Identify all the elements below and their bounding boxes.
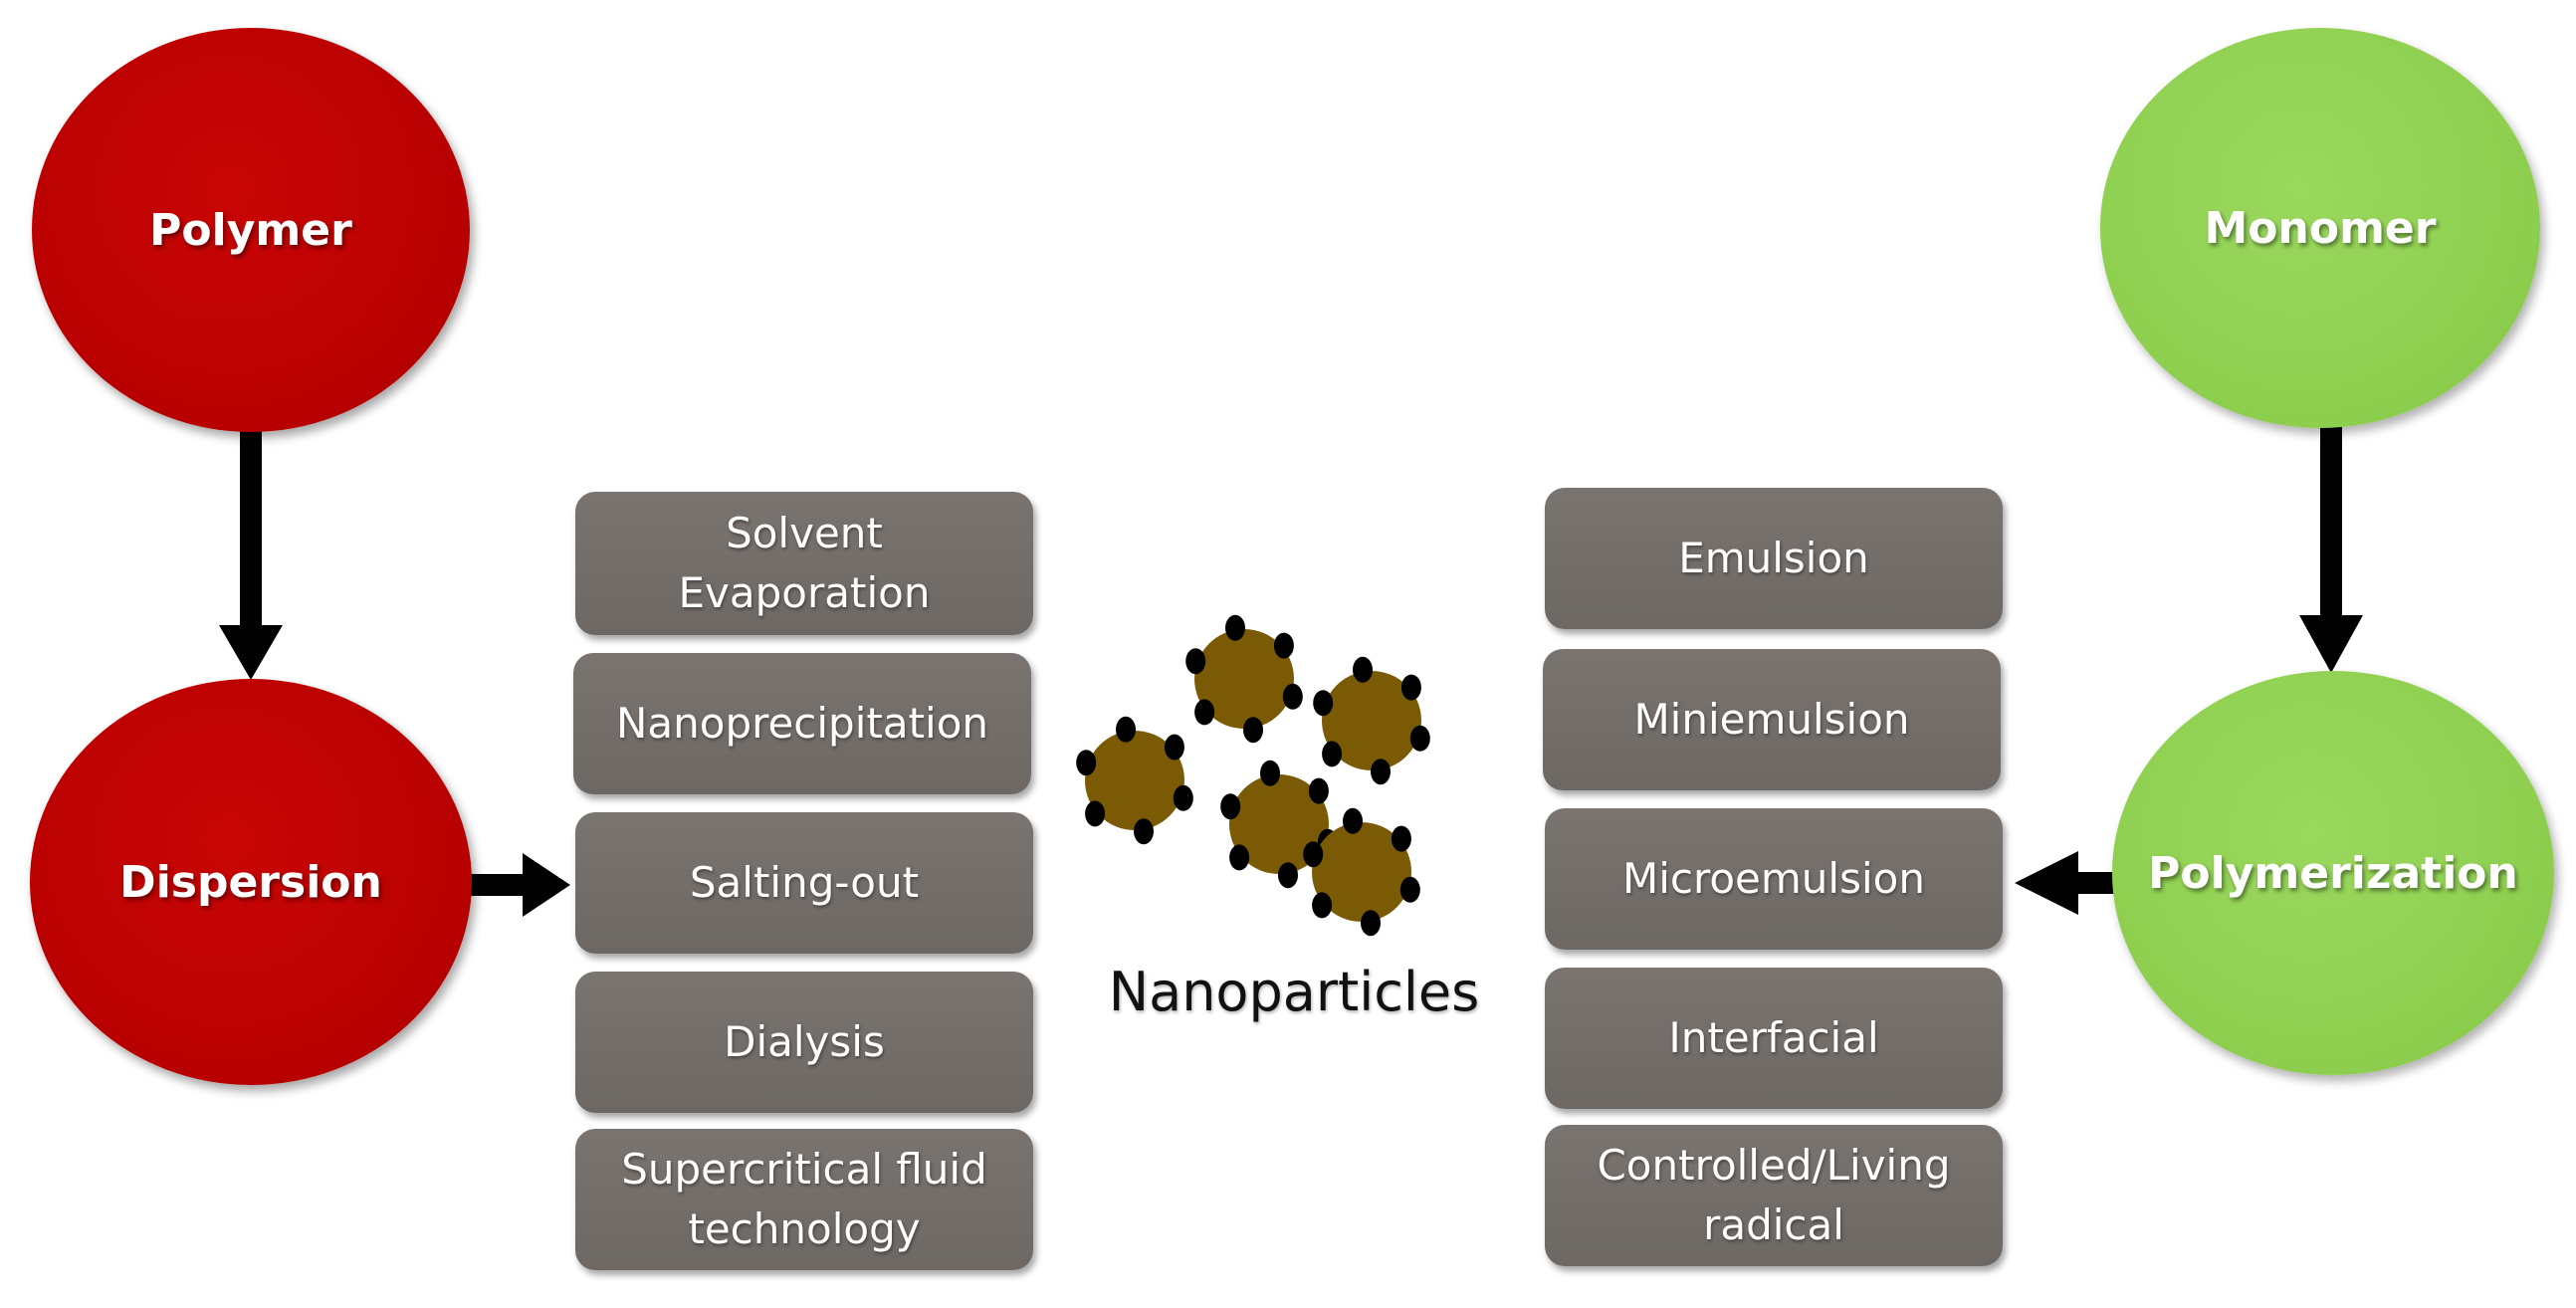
method-label: Miniemulsion xyxy=(1633,695,1910,744)
method-label: Nanoprecipitation xyxy=(615,699,989,748)
method-controlled-living-radical: Controlled/Living radical xyxy=(1545,1125,2003,1266)
polymerization-node: Polymerization xyxy=(2112,671,2554,1075)
method-nanoprecipitation: Nanoprecipitation xyxy=(573,653,1031,794)
method-label: technology xyxy=(688,1204,921,1253)
nanoparticle xyxy=(1303,807,1420,937)
arrow-dispersion-to-methods xyxy=(471,853,570,917)
arrow-polymerization-to-methods xyxy=(2015,851,2116,915)
nanoparticle-core xyxy=(1085,731,1184,830)
method-label: Microemulsion xyxy=(1622,854,1925,903)
monomer-node: Monomer xyxy=(2100,28,2540,428)
method-supercritical-fluid: Supercritical fluid technology xyxy=(575,1129,1033,1270)
nanoparticle-ligand xyxy=(1343,807,1363,834)
method-microemulsion: Microemulsion xyxy=(1545,808,2003,950)
nanoparticle-ligand xyxy=(1243,717,1263,744)
nanoparticle-ligand xyxy=(1391,825,1411,852)
nanoparticle-ligand xyxy=(1260,760,1280,786)
nanoparticle-ligand xyxy=(1353,656,1373,683)
method-emulsion: Emulsion xyxy=(1545,488,2003,629)
nanoparticle-ligand xyxy=(1400,674,1421,701)
nanoparticle-ligand xyxy=(1164,734,1184,761)
nanoparticle-ligand xyxy=(1313,690,1334,717)
nanoparticle-ligand xyxy=(1282,683,1303,710)
nanoparticle-ligand xyxy=(1134,818,1154,845)
method-label: Evaporation xyxy=(678,568,931,617)
nanoparticle-core xyxy=(1312,822,1411,922)
monomer-label: Monomer xyxy=(2204,202,2437,254)
nanoparticle-ligand xyxy=(1220,793,1241,820)
nanoparticle-ligand xyxy=(1312,892,1333,919)
nanoparticle xyxy=(1076,716,1193,845)
dispersion-label: Dispersion xyxy=(119,856,382,908)
arrow-monomer-to-polymerization xyxy=(2299,426,2363,673)
nanoparticle-ligand xyxy=(1229,844,1250,871)
polymer-label: Polymer xyxy=(149,204,352,256)
nanoparticle-ligand xyxy=(1116,716,1136,743)
nanoparticle-core xyxy=(1194,629,1294,729)
nanoparticle-ligand xyxy=(1173,784,1193,811)
method-salting-out: Salting-out xyxy=(575,812,1033,954)
dispersion-node: Dispersion xyxy=(30,679,472,1085)
nanoparticles-label: Nanoparticles xyxy=(1108,961,1480,1023)
polymer-node: Polymer xyxy=(32,28,470,432)
method-label: Dialysis xyxy=(724,1017,885,1066)
polymerization-label: Polymerization xyxy=(2148,847,2518,899)
method-label: radical xyxy=(1703,1200,1844,1249)
nanoparticle-ligand xyxy=(1371,759,1391,785)
method-label: Supercritical fluid xyxy=(621,1145,987,1194)
nanoparticle-ligand xyxy=(1273,632,1294,659)
method-label: Interfacial xyxy=(1668,1013,1879,1062)
nanoparticles-cluster-icon xyxy=(1076,614,1430,937)
nanoparticle-ligand xyxy=(1361,910,1381,937)
nanoparticle-ligand xyxy=(1076,750,1097,776)
nanoparticle-ligand xyxy=(1399,876,1420,903)
method-interfacial: Interfacial xyxy=(1545,968,2003,1109)
arrow-polymer-to-dispersion xyxy=(219,430,283,680)
method-label: Controlled/Living xyxy=(1597,1141,1951,1190)
nanoparticle xyxy=(1185,614,1303,744)
method-label: Solvent xyxy=(726,509,883,557)
method-label: Emulsion xyxy=(1678,534,1869,582)
nanoparticle-ligand xyxy=(1194,699,1215,726)
nanoparticle-ligand xyxy=(1185,648,1206,675)
nanoparticle-ligand xyxy=(1225,614,1245,641)
nanoparticle-ligand xyxy=(1278,862,1298,889)
method-label: Salting-out xyxy=(689,858,920,907)
method-dialysis: Dialysis xyxy=(575,972,1033,1113)
nanoparticle-ligand xyxy=(1308,777,1329,804)
nanoparticle-ligand xyxy=(1303,841,1324,868)
nanoparticle xyxy=(1313,656,1430,785)
nanoparticle-core xyxy=(1229,774,1329,874)
nanoparticle-core xyxy=(1322,671,1421,770)
nanoparticle-ligand xyxy=(1409,725,1430,752)
method-miniemulsion: Miniemulsion xyxy=(1543,649,2001,790)
nanoparticle-ligand xyxy=(1322,741,1343,767)
nanoparticle-ligand xyxy=(1085,800,1106,827)
